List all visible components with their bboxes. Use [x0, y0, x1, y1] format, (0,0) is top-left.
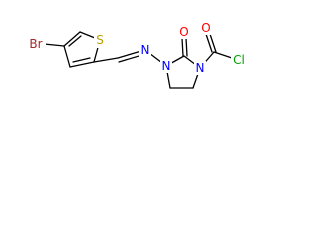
atom-label-n-ring: N — [160, 59, 172, 73]
bond-c2-o-ring — [181, 37, 184, 57]
bond-c4-br — [43, 43, 65, 47]
svg-text:O: O — [179, 25, 188, 39]
bond-c2-ch — [93, 57, 119, 63]
svg-text:O: O — [201, 21, 210, 35]
atom-label-br: Br — [27, 37, 46, 52]
atom-label-n-imine: N — [139, 43, 151, 57]
svg-text:Br: Br — [29, 37, 42, 51]
thiophene-ring — [63, 31, 101, 68]
atom-label-o-ring: O — [178, 25, 190, 39]
atom-label-cl: Cl — [231, 53, 247, 67]
svg-text:Cl: Cl — [233, 53, 245, 67]
bond-c-acyl-o-double — [209, 33, 217, 53]
bond-c-acyl-cl — [213, 51, 233, 59]
svg-text:N: N — [196, 61, 205, 75]
svg-text:N: N — [162, 59, 171, 73]
atom-label-s: S — [94, 33, 106, 48]
svg-text:N: N — [141, 43, 150, 57]
chemical-structure: Br S N N N O O Cl — [27, 21, 247, 89]
bond-c3-c4 — [63, 45, 71, 68]
atom-label-n-acyl: N — [194, 61, 206, 75]
bond-c4-c5 — [63, 31, 81, 47]
bond-c2-o-ring-double — [185, 37, 188, 57]
bond-c2-c3 — [69, 61, 95, 68]
bond-c2-c3-inner — [72, 57, 91, 63]
bond-c-acyl-o — [205, 33, 213, 53]
bond-c4-c5-inner — [68, 35, 82, 47]
atom-label-o-acyl: O — [200, 21, 212, 35]
svg-text:S: S — [96, 33, 104, 47]
